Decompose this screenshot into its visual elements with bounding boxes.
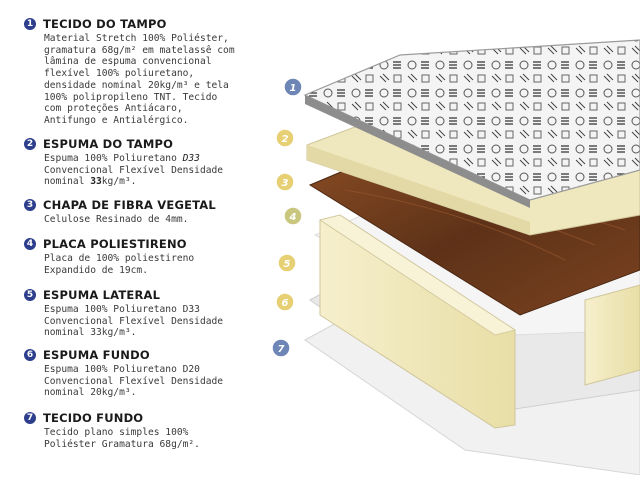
callout-bubble-3: 3 (275, 172, 295, 192)
callout-bubble-6: 6 (275, 292, 295, 312)
legend-item-tecido-do-tampo: 1 TECIDO DO TAMPO Material Stretch 100% … (24, 16, 274, 127)
legend-title: ESPUMA FUNDO (43, 348, 150, 362)
svg-text:7: 7 (278, 344, 285, 355)
layer-legend: 1 TECIDO DO TAMPO Material Stretch 100% … (0, 0, 280, 480)
legend-title: PLACA POLIESTIRENO (43, 237, 187, 251)
legend-title: ESPUMA LATERAL (43, 288, 161, 302)
number-badge: 3 (24, 199, 36, 211)
top-fabric-edge (305, 95, 530, 208)
legend-item-espuma-fundo: 6 ESPUMA FUNDO Espuma 100% Poliuretano D… (24, 347, 274, 399)
legend-item-placa-poliestireno: 4 PLACA POLIESTIRENO Placa de 100% polie… (24, 236, 274, 276)
legend-description: Tecido plano simples 100% Poliéster Gram… (44, 427, 200, 450)
desc-density-bold: 33 (90, 176, 102, 188)
side-foam-right (584, 284, 640, 386)
number-badge: 6 (24, 349, 36, 361)
legend-title: CHAPA DE FIBRA VEGETAL (43, 198, 216, 212)
legend-item-tecido-fundo: 7 TECIDO FUNDO Tecido plano simples 100%… (24, 410, 274, 450)
callout-bubble-7: 7 (271, 338, 291, 358)
number-badge: 5 (24, 289, 36, 301)
callout-bubble-1: 1 (283, 77, 303, 97)
top-foam-edge (307, 145, 530, 235)
legend-description: Celulose Resinado de 4mm. (44, 214, 189, 225)
desc-text: kg/m³. (101, 176, 137, 188)
legend-description: Material Stretch 100% Poliéster, gramatu… (44, 33, 235, 126)
legend-item-espuma-lateral: 5 ESPUMA LATERAL Espuma 100% Poliuretano… (24, 287, 274, 339)
legend-description: Placa de 100% poliestireno Expandido de … (44, 253, 195, 276)
desc-density-italic: D33 (182, 153, 200, 164)
svg-text:6: 6 (282, 298, 289, 309)
svg-text:4: 4 (289, 212, 297, 223)
callout-bubble-5: 5 (277, 253, 297, 273)
svg-text:3: 3 (282, 178, 289, 189)
legend-description: Espuma 100% Poliuretano D33 Convencional… (44, 153, 274, 188)
desc-text: Convencional Flexível Densidade nominal (44, 164, 224, 188)
number-badge: 2 (24, 138, 36, 150)
svg-text:1: 1 (290, 83, 297, 94)
legend-description: Espuma 100% Poliuretano D20 Convencional… (44, 364, 224, 399)
mattress-layers-diagram: 1 2 3 4 5 6 7 (271, 39, 640, 475)
callout-bubble-2: 2 (275, 128, 295, 148)
number-badge: 7 (24, 412, 36, 424)
side-foam-top-edge (319, 214, 516, 336)
legend-description: Espuma 100% Poliuretano D33 Convencional… (44, 304, 224, 339)
legend-title: TECIDO FUNDO (43, 411, 144, 425)
svg-text:2: 2 (282, 134, 289, 145)
legend-item-espuma-do-tampo: 2 ESPUMA DO TAMPO Espuma 100% Poliuretan… (24, 136, 274, 188)
number-badge: 1 (24, 18, 36, 30)
callout-bubble-4: 4 (283, 206, 303, 226)
svg-text:5: 5 (284, 259, 291, 270)
desc-text: Espuma 100% Poliuretano (44, 153, 183, 164)
legend-title: TECIDO DO TAMPO (43, 17, 167, 31)
legend-title: ESPUMA DO TAMPO (43, 137, 174, 151)
number-badge: 4 (24, 238, 36, 250)
legend-item-chapa-de-fibra-vegetal: 3 CHAPA DE FIBRA VEGETAL Celulose Resina… (24, 197, 274, 226)
